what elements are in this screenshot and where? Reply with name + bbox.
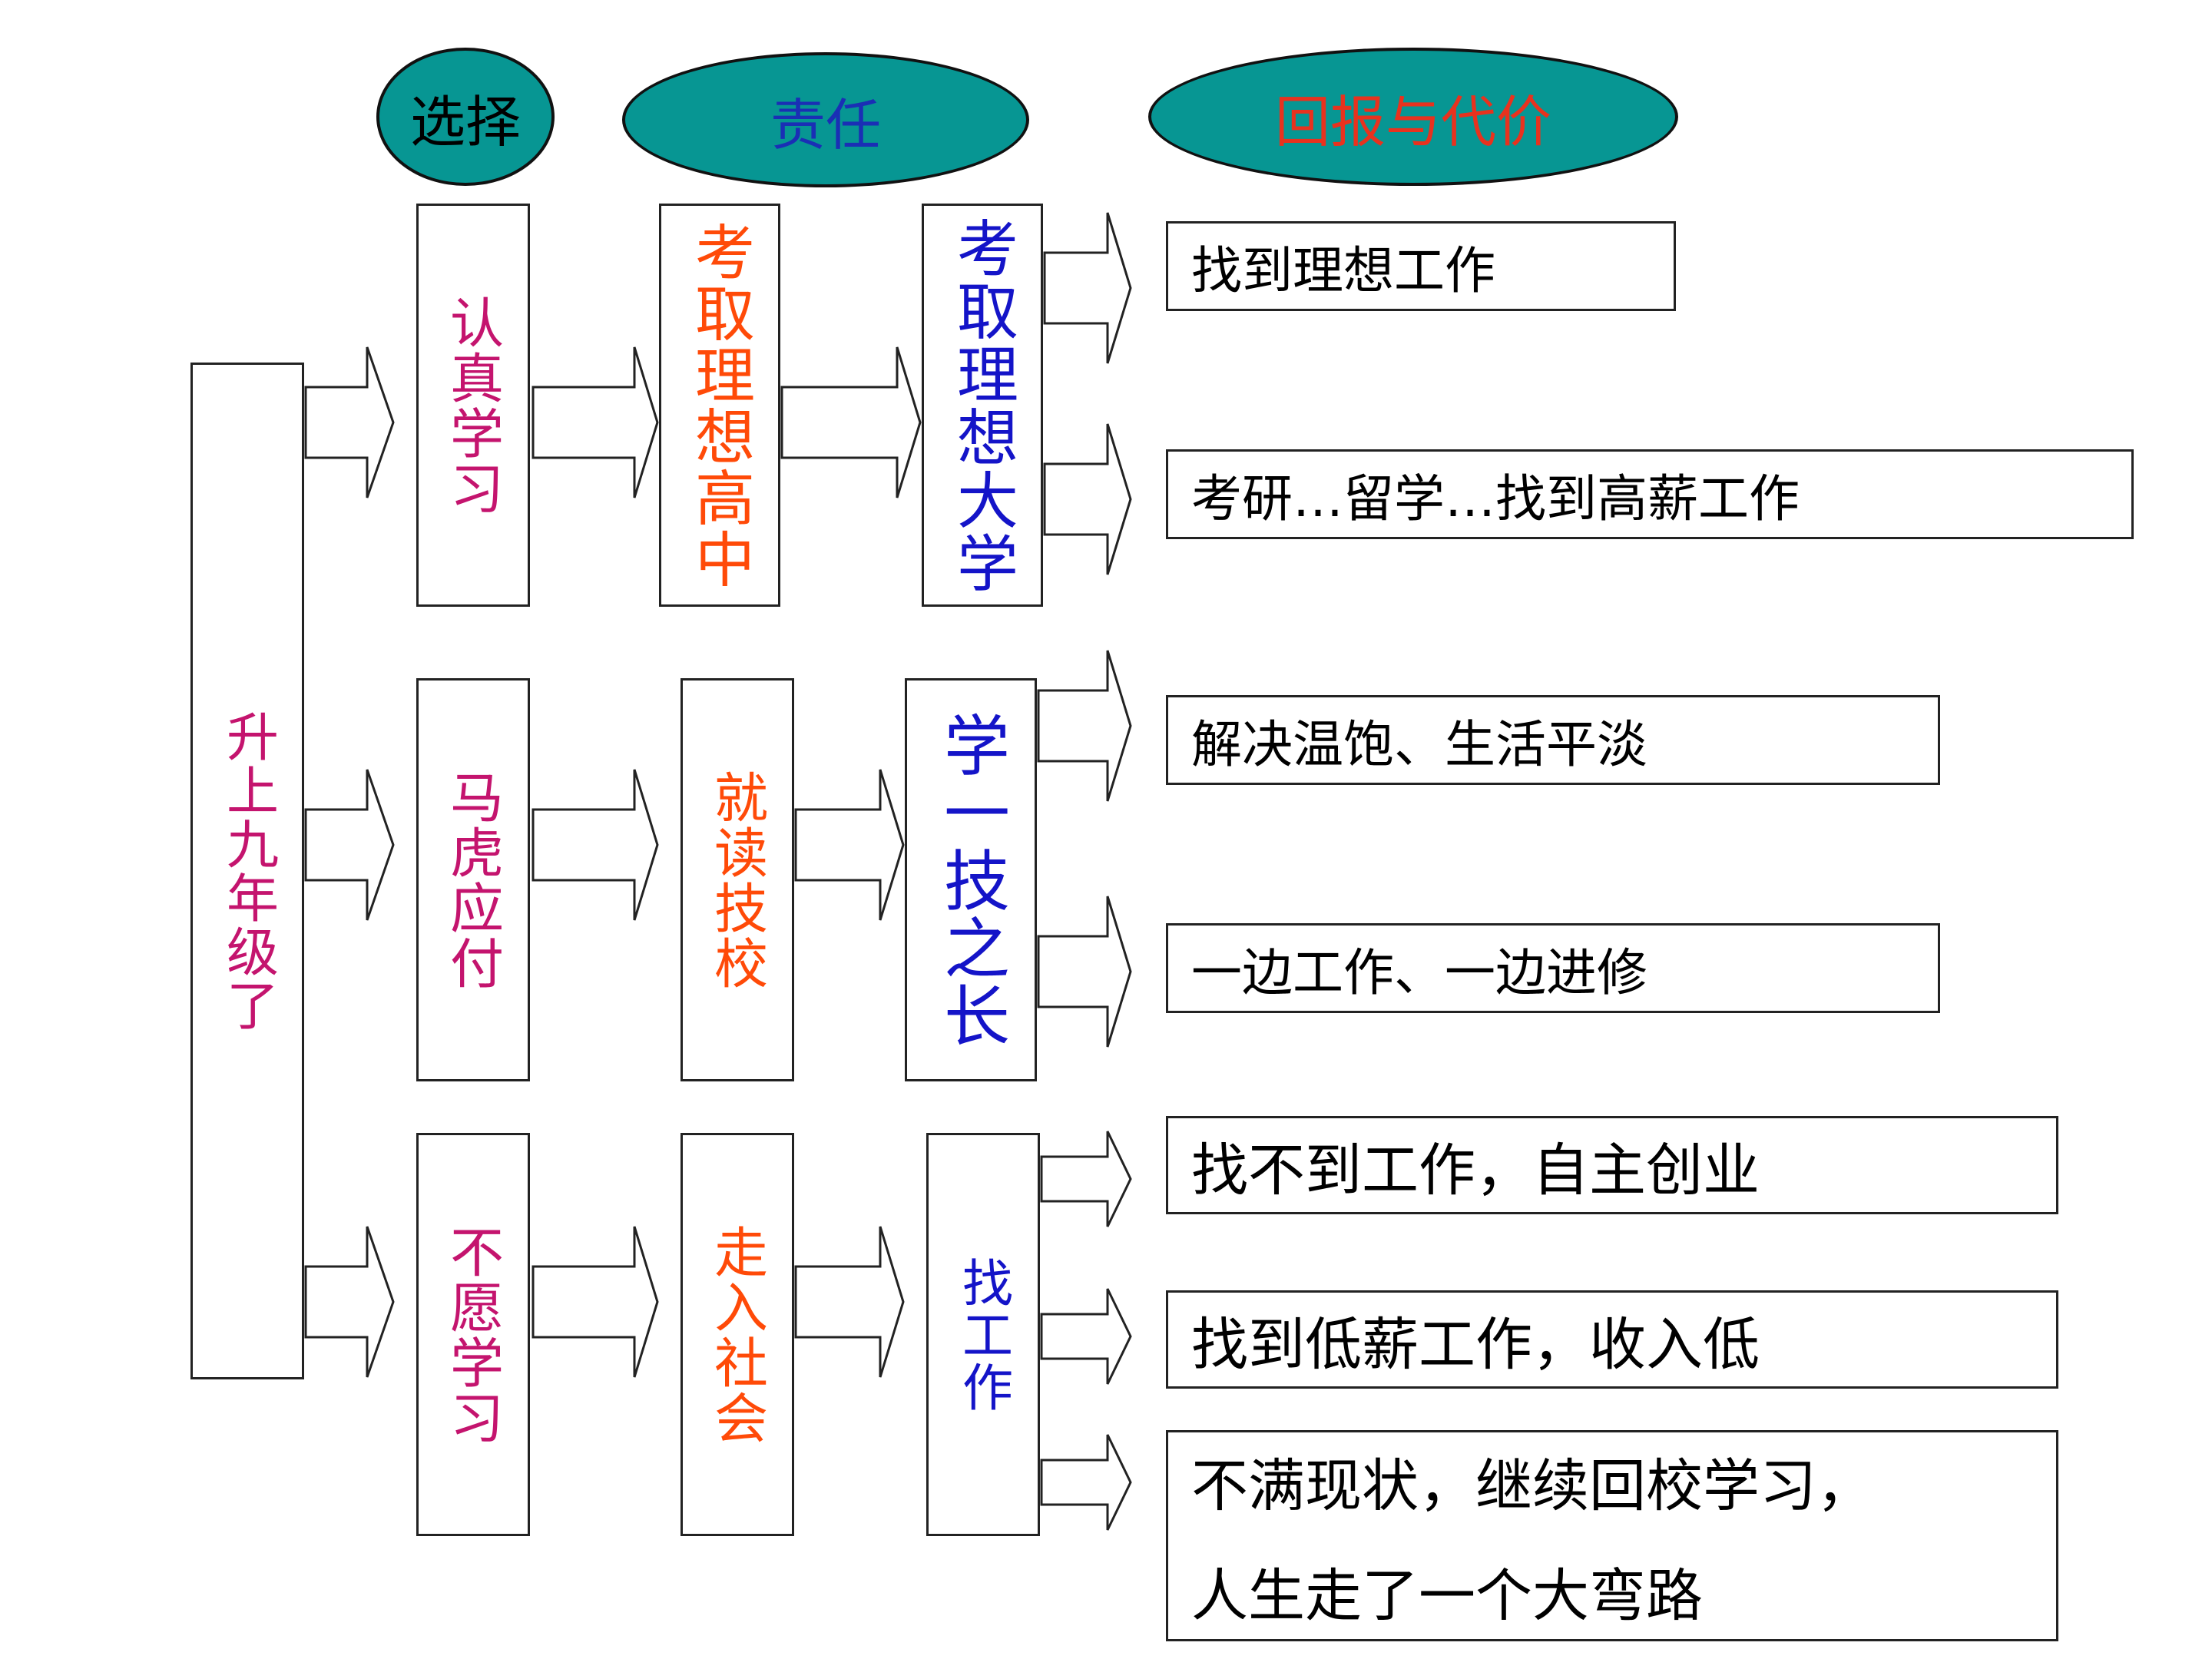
block-arrow	[780, 346, 922, 498]
outcome-line: 解决温饱、生活平淡	[1191, 714, 1647, 774]
block-arrow	[1040, 1434, 1132, 1531]
block-arrow	[304, 346, 395, 498]
outcome-box: 不满现状，继续回校学习， 人生走了一个大弯路	[1166, 1430, 2058, 1641]
root-node-label: 升上九年级了	[217, 710, 278, 1032]
header-responsibility-label: 责任	[770, 92, 881, 157]
responsibility-node: 就读技校	[680, 678, 794, 1081]
responsibility-node: 考取理想高中	[659, 204, 780, 607]
choice-node: 马虎应付	[416, 678, 530, 1081]
outcome-box: 找不到工作，自主创业	[1166, 1116, 2058, 1214]
choice-node-label: 认真学习	[441, 294, 505, 516]
header-responsibility: 责任	[622, 52, 1029, 187]
block-arrow	[1043, 212, 1132, 364]
choice-node: 不愿学习	[416, 1133, 530, 1536]
header-choice: 选择	[376, 48, 555, 186]
block-arrow	[531, 769, 659, 921]
outcome-line: 找到理想工作	[1191, 240, 1495, 300]
choice-node-label: 不愿学习	[441, 1224, 505, 1445]
result-node: 考取理想大学	[922, 204, 1043, 607]
block-arrow	[531, 1226, 659, 1378]
result-node-label: 学一技之长	[932, 710, 1009, 1049]
responsibility-node-label: 考取理想高中	[685, 220, 754, 590]
outcome-line: 人生走了一个大弯路	[1191, 1562, 1703, 1629]
root-node: 升上九年级了	[190, 363, 304, 1379]
outcome-line: 不满现状，继续回校学习，	[1191, 1452, 1873, 1519]
outcome-line: 一边工作、一边进修	[1191, 942, 1647, 1002]
block-arrow	[1043, 423, 1132, 575]
block-arrow	[794, 1226, 905, 1378]
header-reward-cost: 回报与代价	[1148, 48, 1678, 186]
responsibility-node: 走入社会	[680, 1133, 794, 1536]
result-node: 学一技之长	[905, 678, 1037, 1081]
block-arrow	[1040, 1288, 1132, 1385]
responsibility-node-label: 就读技校	[705, 769, 769, 991]
outcome-box: 找到低薪工作，收入低	[1166, 1290, 2058, 1389]
block-arrow	[304, 769, 395, 921]
result-node-label: 考取理想大学	[947, 216, 1018, 594]
block-arrow	[304, 1226, 395, 1378]
block-arrow	[531, 346, 659, 498]
outcome-line: 找到低薪工作，收入低	[1191, 1311, 1760, 1378]
responsibility-node-label: 走入社会	[705, 1224, 769, 1445]
outcome-box: 找到理想工作	[1166, 221, 1676, 311]
choice-node-label: 马虎应付	[441, 769, 505, 991]
header-choice-label: 选择	[409, 89, 521, 154]
outcome-line: 考研…留学…找到高薪工作	[1191, 469, 1800, 528]
outcome-box: 一边工作、一边进修	[1166, 923, 1940, 1013]
outcome-box: 解决温饱、生活平淡	[1166, 695, 1940, 785]
outcome-box: 考研…留学…找到高薪工作	[1166, 449, 2134, 539]
outcome-line: 找不到工作，自主创业	[1191, 1137, 1760, 1204]
result-node-label: 找工作	[954, 1256, 1013, 1413]
result-node: 找工作	[926, 1133, 1040, 1536]
choice-node: 认真学习	[416, 204, 530, 607]
header-reward-cost-label: 回报与代价	[1274, 89, 1551, 154]
block-arrow	[1037, 896, 1132, 1048]
block-arrow	[1040, 1131, 1132, 1227]
block-arrow	[794, 769, 905, 921]
block-arrow	[1037, 650, 1132, 802]
